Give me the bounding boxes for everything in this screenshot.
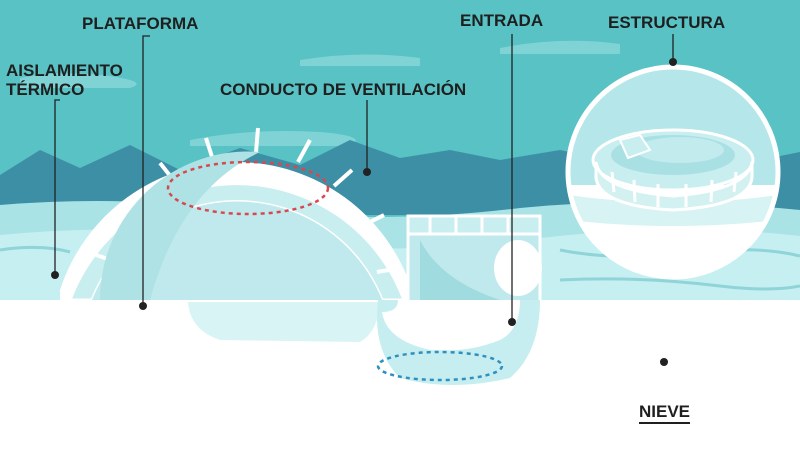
tunnel-block-joints	[428, 216, 510, 234]
label-thermal-insulation-line2: TÉRMICO	[6, 80, 85, 99]
pointer-dots	[51, 58, 677, 366]
entrance-trench	[376, 300, 540, 385]
label-pointers	[54, 34, 674, 320]
ice-crack	[559, 277, 800, 291]
ice-crack	[0, 245, 71, 254]
pointer-dot-entrada	[508, 318, 516, 326]
entrance-trench-floor	[382, 300, 520, 351]
label-thermal-insulation-line1: AISLAMIENTO	[6, 61, 123, 80]
snow-pit	[188, 302, 380, 342]
cloud-shape	[20, 73, 137, 88]
entrance-shade	[420, 240, 500, 300]
entrance-opening	[494, 240, 542, 296]
pointer-dot-estructura	[669, 58, 677, 66]
platform-marker	[166, 160, 330, 216]
pointer-dot-plataforma	[139, 302, 147, 310]
igloo-interior-shade	[99, 151, 260, 300]
label-thermal-insulation: AISLAMIENTO TÉRMICO	[6, 61, 146, 99]
pointer-dot-nieve	[660, 358, 668, 366]
structure-inset-border	[565, 64, 781, 280]
pointer-aislamiento	[54, 99, 60, 275]
label-structure: ESTRUCTURA	[608, 13, 726, 32]
entrance-tunnel-top	[406, 214, 542, 236]
pointer-dot-aislamiento	[51, 271, 59, 279]
label-entrance: ENTRADA	[460, 11, 544, 30]
label-ventilation-duct: CONDUCTO DE VENTILACIÓN	[220, 80, 467, 99]
label-platform: PLATAFORMA	[82, 14, 199, 33]
snow-platform	[75, 300, 185, 338]
pointer-plataforma	[142, 35, 150, 306]
cloud-shape	[190, 131, 356, 146]
label-snow: NIEVE	[639, 402, 691, 424]
ventilation-marker	[376, 350, 504, 382]
pointer-dot-conducto	[363, 168, 371, 176]
cloud-shape	[300, 54, 420, 66]
cloud-shape	[500, 40, 620, 54]
